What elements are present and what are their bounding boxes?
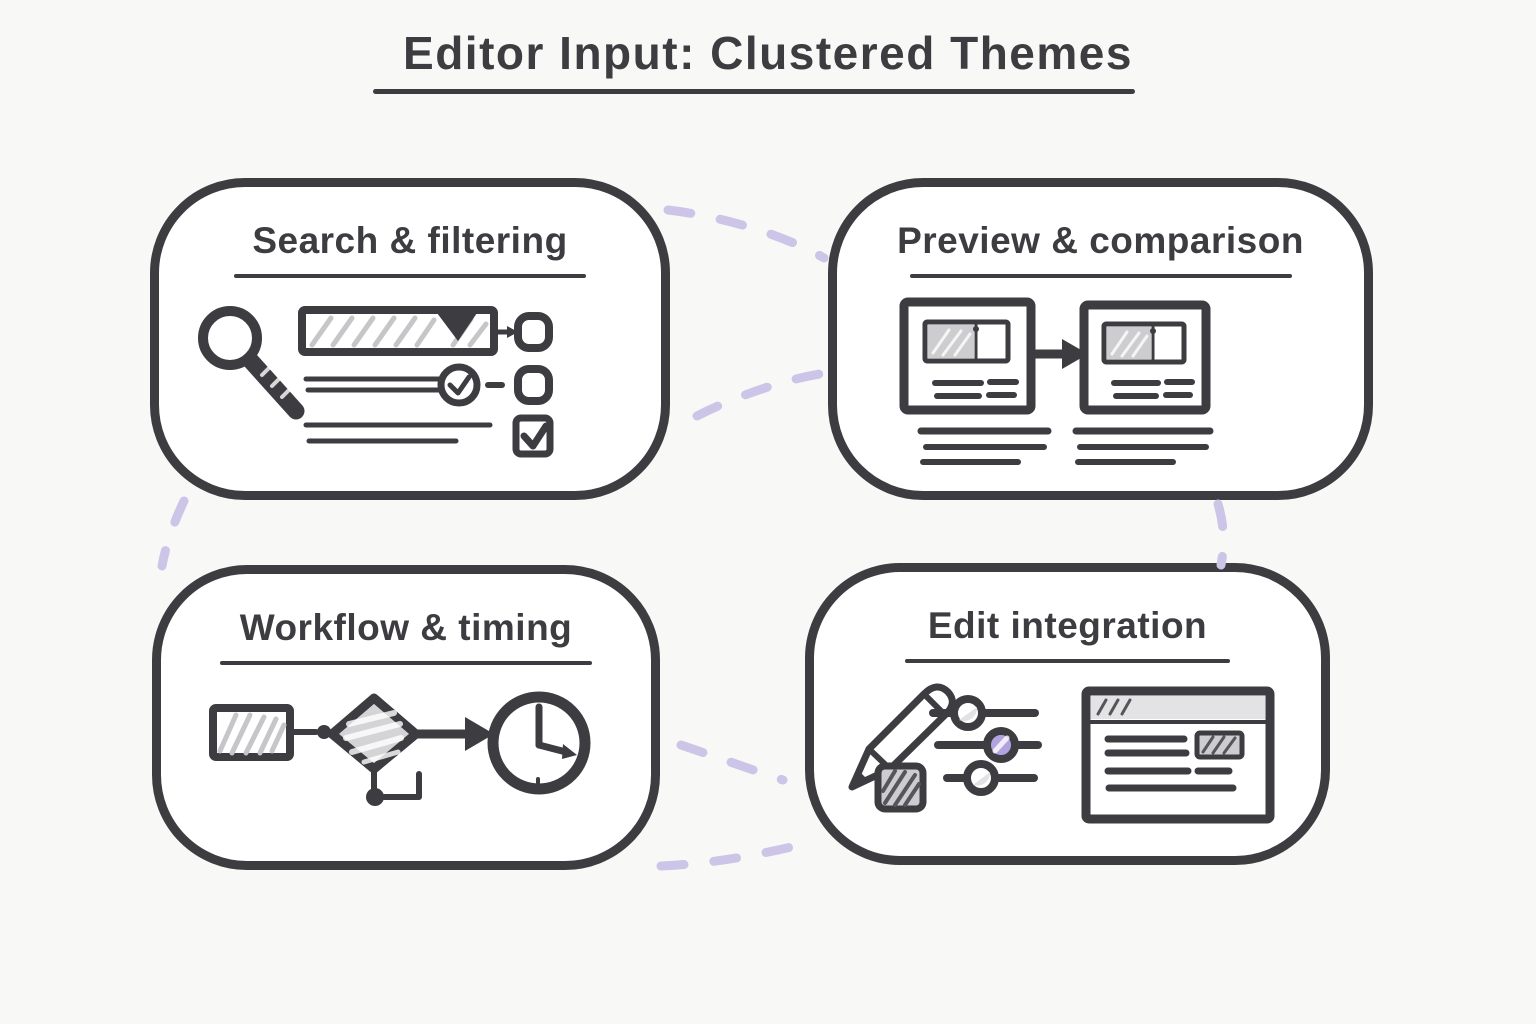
connector-left: [157, 496, 189, 571]
branch-connector: [366, 768, 422, 806]
search-bar-sketch: [298, 306, 518, 356]
dropdown-caret-icon: [437, 313, 477, 341]
cluster-workflow-timing: Workflow & timing: [152, 565, 660, 870]
option-box-1: [514, 312, 553, 352]
slider-with-check-icon: [303, 363, 505, 407]
connector-top-lower: [692, 368, 831, 421]
connector-right: [1213, 499, 1228, 570]
magnifier-icon: [198, 306, 305, 420]
title-rule: [234, 274, 586, 278]
swatch-square-icon: [874, 762, 927, 813]
workflow-timing-sketch: [209, 691, 591, 806]
flow-arrow-icon: [413, 717, 494, 751]
title-underline: [373, 89, 1135, 94]
search-filtering-sketch: [198, 306, 554, 458]
connector-top: [663, 205, 829, 263]
window-thumbnail: [1194, 730, 1245, 760]
title-rule: [905, 659, 1230, 663]
option-box-2: [514, 365, 553, 405]
cluster-edit-integration: Edit integration: [805, 563, 1330, 865]
slider-row-1: [929, 695, 1039, 731]
title-rule: [220, 661, 592, 665]
slider-row-3: [943, 760, 1038, 796]
page-header: Editor Input: Clustered Themes: [0, 26, 1536, 94]
decision-diamond-icon: [327, 693, 421, 774]
edit-integration-sketch: [848, 683, 1275, 824]
preview-card-after: [1079, 300, 1211, 415]
connector-bottom-upper: [676, 740, 788, 785]
cluster-title: Edit integration: [927, 605, 1208, 646]
preview-comparison-sketch: [899, 297, 1214, 465]
flow-connector-dot: [289, 725, 331, 739]
cluster-preview-comparison: Preview & comparison: [828, 178, 1373, 500]
cluster-title: Search & filtering: [252, 220, 568, 261]
cluster-search-filtering: Search & filtering: [150, 178, 670, 500]
window-mockup-icon: [1081, 686, 1275, 824]
clock-icon: [487, 691, 591, 795]
text-lines: [303, 422, 493, 444]
transform-arrow-icon: [1031, 339, 1088, 369]
connector-bottom-lower: [656, 842, 796, 871]
title-rule: [909, 274, 1292, 278]
cluster-title: Preview & comparison: [897, 220, 1304, 261]
slider-row-2: [934, 727, 1042, 763]
checkbox-checked-icon: [512, 414, 554, 458]
process-step-icon: [209, 704, 294, 761]
cluster-title: Workflow & timing: [239, 607, 573, 648]
sliders-icon: [929, 695, 1042, 796]
page-title: Editor Input: Clustered Themes: [403, 27, 1133, 79]
preview-card-before: [899, 297, 1036, 415]
caption-lines-before: [917, 427, 1052, 465]
caption-lines-after: [1072, 427, 1214, 465]
